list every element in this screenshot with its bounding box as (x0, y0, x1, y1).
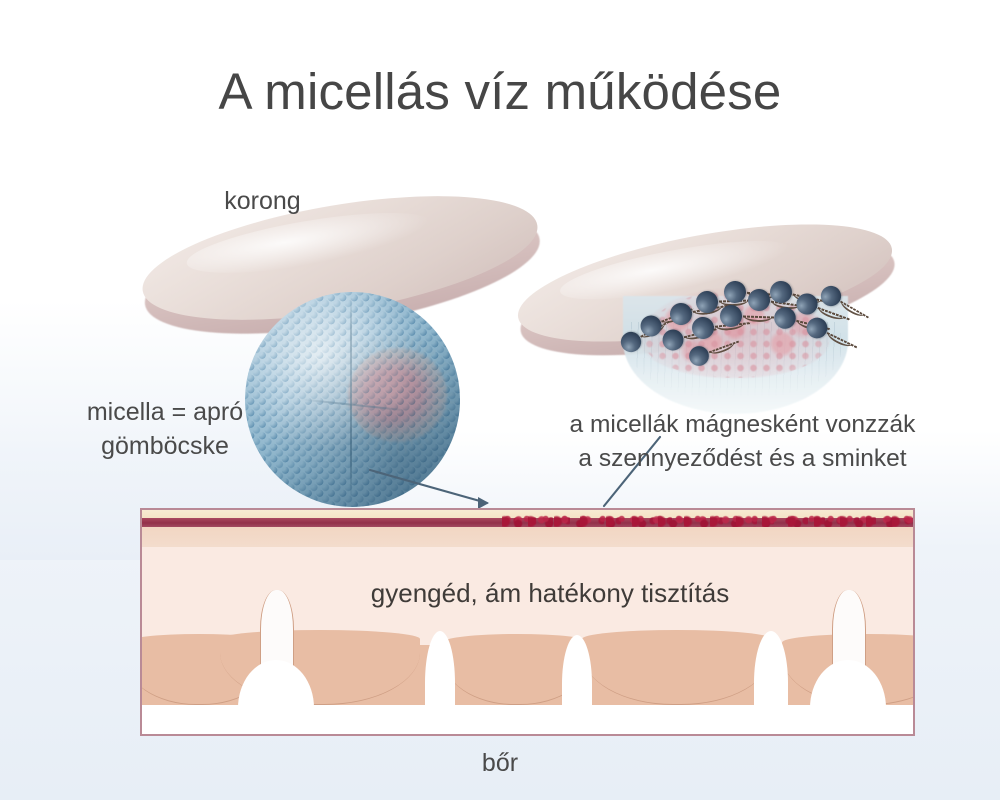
papilla-gap (562, 635, 592, 705)
skin-layer-stratum-corneum (142, 510, 913, 518)
skin-layer-upper-peach (142, 527, 913, 547)
page-title: A micellás víz működése (218, 63, 782, 120)
micelle-sphere-cut-line (350, 296, 353, 503)
label-attraction: a micellák mágnesként vonzzák a szennyez… (569, 411, 916, 472)
skin-surface-dirt (502, 515, 913, 530)
label-micelle-definition: micella = apró gömböcske (86, 398, 244, 460)
papilla-gap (754, 631, 788, 705)
label-cleansing: gyengéd, ám hatékony tisztítás (370, 578, 730, 608)
label-skin: bőr (481, 749, 519, 777)
papilla-gap (425, 631, 455, 705)
skin-cross-section (140, 508, 915, 736)
label-cotton-pad: korong (224, 187, 301, 215)
micelle-cutaway (585, 270, 885, 414)
